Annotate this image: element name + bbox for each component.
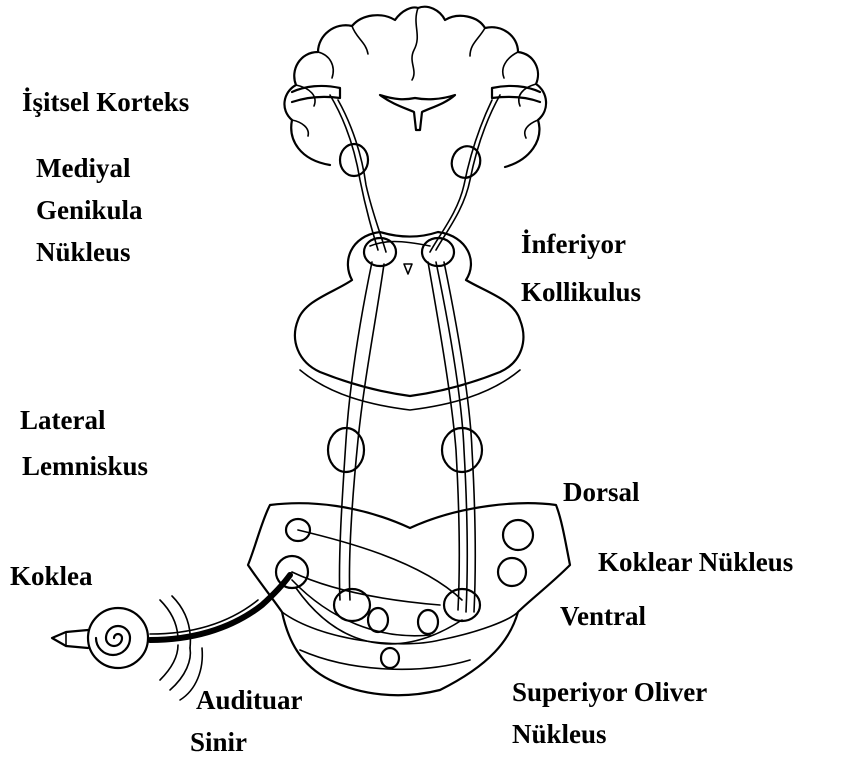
inferior-colliculus-right [422, 238, 454, 266]
midbrain [295, 232, 523, 410]
label-lateral-lemniscus-1: Lateral [20, 404, 105, 437]
trapezoid-right [418, 610, 438, 634]
label-dorsal: Dorsal [563, 476, 640, 509]
dorsal-cochlear-nucleus-right [503, 520, 533, 550]
label-superior-olive-2: Nükleus [512, 718, 607, 751]
auditory-nerve [150, 575, 290, 640]
medial-geniculate-left [340, 144, 368, 176]
lateral-lemniscus-right [442, 428, 482, 472]
label-auditory-nerve-1: Audituar [196, 684, 303, 717]
label-lateral-lemniscus-2: Lemniskus [22, 450, 148, 483]
label-auditory-nerve-2: Sinir [190, 726, 247, 759]
label-ventral: Ventral [560, 600, 646, 633]
label-cochlear-nucleus: Koklear Nükleus [598, 546, 793, 579]
brainstem-lower [248, 503, 570, 695]
label-inferior-colliculus-1: İnferiyor [521, 228, 626, 261]
label-cochlea: Koklea [10, 560, 93, 593]
label-inferior-colliculus-2: Kollikulus [521, 276, 641, 309]
cerebrum [284, 7, 546, 167]
label-medial-geniculate-2: Genikula [36, 194, 143, 227]
label-medial-geniculate-1: Mediyal [36, 152, 131, 185]
ventral-cochlear-nucleus-right [498, 558, 526, 586]
cochlea [52, 596, 202, 700]
trapezoid-left [368, 608, 388, 632]
label-superior-olive-1: Superiyor Oliver [512, 676, 707, 709]
label-auditory-cortex: İşitsel Korteks [22, 86, 189, 119]
olive-small [381, 648, 399, 668]
label-medial-geniculate-3: Nükleus [36, 236, 131, 269]
